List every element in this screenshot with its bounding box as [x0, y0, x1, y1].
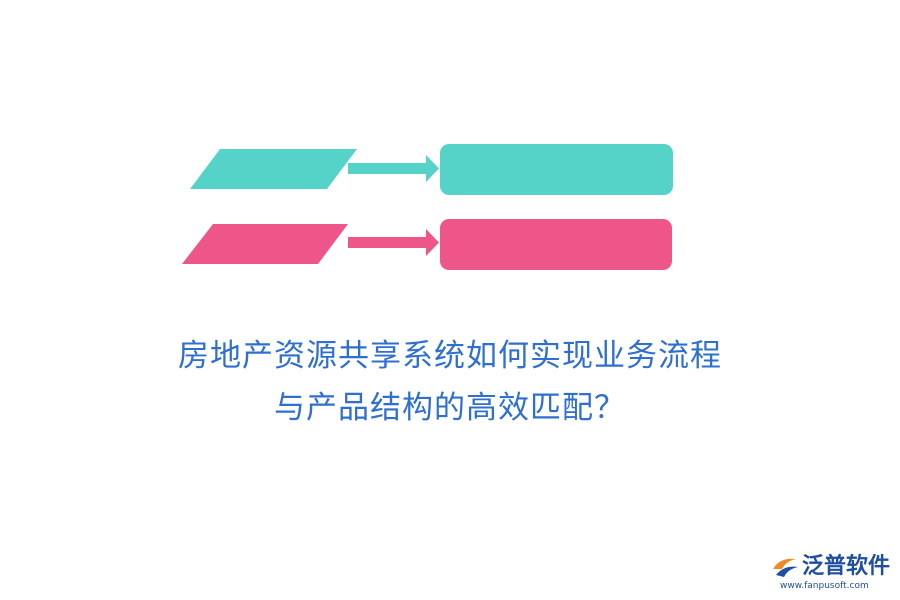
fanpu-logo-icon [773, 558, 798, 577]
teal-parallelogram [190, 149, 357, 189]
brand-url: www.fanpusoft.com [780, 581, 869, 591]
teal-rounded-box [440, 144, 673, 195]
brand-logo: 泛普软件 www.fanpusoft.com [770, 553, 892, 593]
page-title-line-2: 与产品结构的高效匹配？ [274, 390, 626, 426]
teal-arrow [348, 155, 439, 182]
page-title-line-1: 房地产资源共享系统如何实现业务流程 [178, 338, 722, 374]
pink-rounded-box [440, 219, 672, 270]
pink-parallelogram [182, 224, 348, 264]
brand-name: 泛普软件 [802, 554, 891, 579]
pink-arrow [348, 229, 439, 256]
